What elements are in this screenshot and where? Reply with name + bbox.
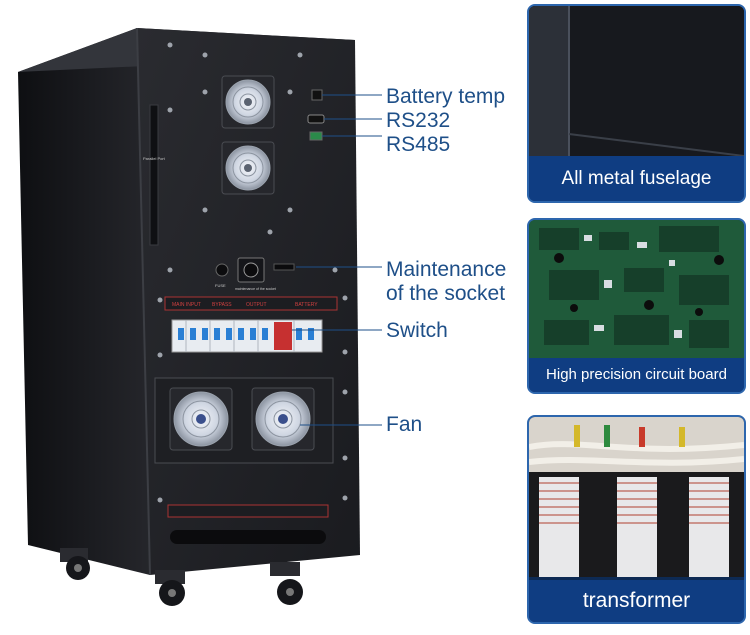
callout-fan: Fan xyxy=(386,413,423,436)
top-fan-1 xyxy=(221,75,275,129)
bottom-fan-1 xyxy=(169,387,233,451)
breaker-switches xyxy=(171,319,323,353)
card-metal-fuselage: All metal fuselage xyxy=(527,4,746,203)
callout-rs232: RS232 xyxy=(386,109,451,132)
callout-battery-temp: Battery temp xyxy=(386,85,506,108)
metal-fuselage-photo xyxy=(529,6,744,156)
parallel-port-slot xyxy=(149,104,159,246)
top-fan-2 xyxy=(221,141,275,195)
terminal-strip xyxy=(167,504,329,518)
callout-maintenance-line1: Maintenance xyxy=(386,258,507,281)
callout-maintenance-line2: of the socket xyxy=(386,282,506,305)
callout-rs485: RS485 xyxy=(386,133,451,156)
battery-temp-port xyxy=(311,89,323,101)
card-2-caption: High precision circuit board xyxy=(529,358,744,392)
rs485-port xyxy=(309,131,323,141)
callout-leaders xyxy=(292,94,382,426)
parallel-port-label: Parallel Port xyxy=(143,156,166,161)
fuse-label: FUSE xyxy=(215,283,226,288)
battery-label: BATTERY xyxy=(295,302,318,308)
main-input-label: MAIN INPUT xyxy=(172,302,201,308)
cable-slot xyxy=(170,530,326,544)
ups-cabinet-svg: Parallel Port xyxy=(18,27,382,606)
bypass-label: BYPASS xyxy=(212,302,232,308)
rs232-port xyxy=(307,114,325,124)
fuse-knob xyxy=(215,263,229,277)
circuit-board-photo xyxy=(529,220,744,358)
ups-cabinet-illustration: Parallel Port xyxy=(18,27,507,606)
callout-switch: Switch xyxy=(386,319,448,342)
breaker-label-strip xyxy=(164,296,338,311)
maintenance-socket-label: maintenance of the socket xyxy=(235,287,276,291)
card-transformer: transformer xyxy=(527,415,746,624)
transformer-photo xyxy=(529,417,744,577)
card-1-caption: All metal fuselage xyxy=(529,156,744,201)
smart-slot xyxy=(273,263,295,271)
card-3-caption: transformer xyxy=(529,580,744,622)
cabinet-side xyxy=(18,28,150,575)
card-circuit-board: High precision circuit board xyxy=(527,218,746,394)
bottom-fan-2 xyxy=(251,387,315,451)
casters xyxy=(60,548,303,606)
output-label: OUTPUT xyxy=(246,302,267,308)
